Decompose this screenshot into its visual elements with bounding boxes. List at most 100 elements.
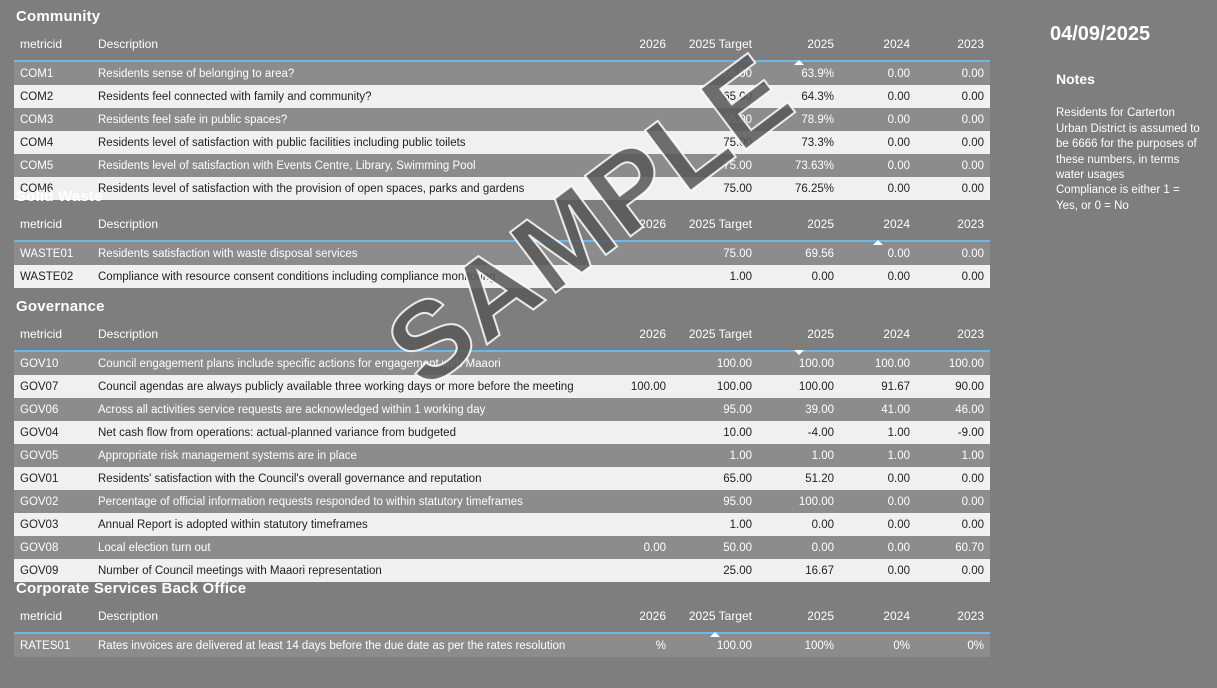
cell-value: 0.00	[916, 131, 990, 154]
cell-metric-id: COM2	[14, 85, 92, 108]
cell-value: 0.00	[916, 85, 990, 108]
metrics-table: metricid Description 2026 2025 Target 2025 20…	[14, 217, 990, 288]
column-header[interactable]: 2024	[883, 37, 910, 51]
cell-description: Residents' satisfaction with the Council…	[92, 467, 604, 490]
cell-value	[604, 421, 672, 444]
column-header[interactable]: 2023	[957, 37, 984, 51]
column-header[interactable]: 2025	[807, 217, 834, 231]
cell-description: Council engagement plans include specifi…	[92, 351, 604, 375]
cell-metric-id: GOV10	[14, 351, 92, 375]
cell-value: 51.20	[758, 467, 840, 490]
column-header[interactable]: 2023	[957, 327, 984, 341]
cell-description: Residents level of satisfaction with pub…	[92, 131, 604, 154]
column-header[interactable]: 2024	[883, 609, 910, 623]
column-header[interactable]: 2026	[639, 37, 666, 51]
cell-value: 0.00	[840, 265, 916, 288]
cell-value: 0%	[840, 633, 916, 657]
cell-value: 1.00	[916, 444, 990, 467]
cell-value: 0.00	[916, 177, 990, 200]
cell-description: Residents satisfaction with waste dispos…	[92, 241, 604, 265]
cell-value: 90.00	[916, 375, 990, 398]
section-title: Community	[16, 8, 101, 25]
column-header[interactable]: metricid	[20, 609, 63, 623]
column-header[interactable]: 2025 Target	[688, 217, 752, 231]
column-header[interactable]: 2025	[807, 609, 834, 623]
cell-metric-id: GOV09	[14, 559, 92, 582]
cell-description: Residents level of satisfaction with the…	[92, 177, 604, 200]
column-header[interactable]: 2025 Target	[688, 37, 752, 51]
cell-value: 0.00	[840, 490, 916, 513]
cell-value: 0.00	[916, 559, 990, 582]
column-header[interactable]: 2025 Target	[672, 609, 758, 637]
cell-metric-id: COM4	[14, 131, 92, 154]
column-header[interactable]: Description	[98, 217, 159, 231]
cell-value: 76.25%	[758, 177, 840, 200]
cell-value: 0.00	[758, 536, 840, 559]
metrics-table: metricid Description 2026 2025 Target 2025 20…	[14, 609, 990, 657]
cell-value: 78.9%	[758, 108, 840, 131]
column-header[interactable]: 2023	[957, 609, 984, 623]
cell-description: Annual Report is adopted within statutor…	[92, 513, 604, 536]
column-header[interactable]: 2025 Target	[688, 327, 752, 341]
cell-value: 65.00	[672, 467, 758, 490]
cell-value: 100.00	[604, 375, 672, 398]
cell-description: Residents level of satisfaction with Eve…	[92, 154, 604, 177]
cell-value	[604, 61, 672, 85]
cell-value: 75.00	[672, 154, 758, 177]
column-header[interactable]: Description	[98, 327, 159, 341]
cell-value: 0.00	[916, 265, 990, 288]
report-date: 04/09/2025	[1050, 23, 1151, 45]
column-header[interactable]: 2026	[639, 609, 666, 623]
column-header[interactable]: 2023	[957, 217, 984, 231]
column-header[interactable]: metricid	[20, 327, 63, 341]
cell-value: 1.00	[672, 513, 758, 536]
column-header[interactable]: 2025	[758, 37, 840, 65]
section-title: Corporate Services Back Office	[16, 580, 247, 597]
cell-value: 65.00	[672, 108, 758, 131]
cell-value: 75.00	[672, 177, 758, 200]
column-header[interactable]: 2026	[639, 217, 666, 231]
column-header[interactable]: 2024	[883, 327, 910, 341]
column-header[interactable]: Description	[98, 37, 159, 51]
cell-value: 0.00	[840, 85, 916, 108]
column-header[interactable]: Description	[98, 609, 159, 623]
report-section: Corporate Services Back Office metricid De…	[14, 580, 990, 657]
cell-value: 73.3%	[758, 131, 840, 154]
cell-metric-id: WASTE01	[14, 241, 92, 265]
column-header[interactable]: 2026	[639, 327, 666, 341]
cell-description: Percentage of official information reque…	[92, 490, 604, 513]
section-title: Governance	[16, 298, 105, 315]
column-header[interactable]: metricid	[20, 217, 63, 231]
cell-value: 0.00	[840, 241, 916, 265]
column-header[interactable]: 2024	[840, 217, 916, 245]
cell-value: 1.00	[672, 444, 758, 467]
cell-metric-id: WASTE02	[14, 265, 92, 288]
cell-value: %	[604, 633, 672, 657]
cell-value: 1.00	[758, 444, 840, 467]
cell-metric-id: COM3	[14, 108, 92, 131]
column-header[interactable]: 2025	[758, 327, 840, 355]
cell-description: Residents sense of belonging to area?	[92, 61, 604, 85]
column-header[interactable]: metricid	[20, 37, 63, 51]
cell-value: 91.67	[840, 375, 916, 398]
